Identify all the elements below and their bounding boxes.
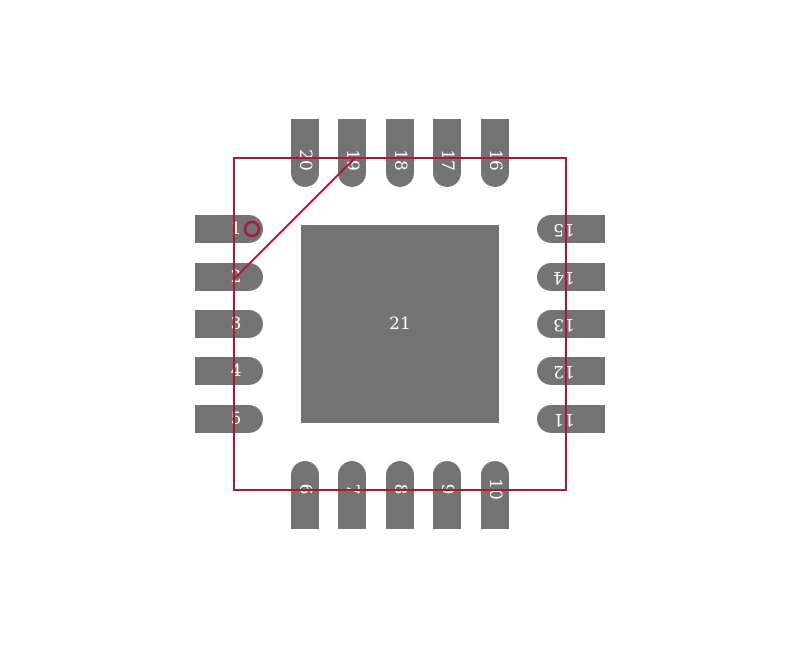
right-pad	[537, 263, 605, 291]
pad-number-label: 3	[231, 314, 242, 334]
bottom-pad	[433, 461, 461, 529]
pad-number-label: 15	[553, 219, 575, 239]
thermal-pad	[301, 225, 499, 423]
left-pad	[195, 215, 263, 243]
pad-number-label: 12	[553, 361, 575, 381]
right-pad	[537, 405, 605, 433]
pad-number-label: 13	[553, 314, 575, 334]
right-pad	[537, 215, 605, 243]
pad-number-label: 1	[231, 219, 242, 239]
left-pad	[195, 310, 263, 338]
pad-number-label: 4	[231, 361, 242, 381]
pad-number-label: 20	[295, 149, 315, 171]
left-pad	[195, 263, 263, 291]
left-pad	[195, 357, 263, 385]
top-pad	[291, 119, 319, 187]
pad-number-label: 17	[437, 149, 457, 171]
bottom-pad	[291, 461, 319, 529]
left-pad	[195, 405, 263, 433]
package-outline-group	[233, 157, 567, 491]
pad-number-label: 21	[389, 314, 411, 334]
bottom-pad	[338, 461, 366, 529]
pad-label-group: 123456789101112131415161718192021	[231, 149, 575, 500]
top-pad	[481, 119, 509, 187]
top-pad	[433, 119, 461, 187]
pin1-marker	[243, 220, 261, 238]
top-pad	[338, 119, 366, 187]
pad-number-label: 14	[553, 267, 575, 287]
right-pad	[537, 357, 605, 385]
pad-number-label: 5	[231, 409, 242, 429]
top-pad	[386, 119, 414, 187]
pad-number-label: 11	[553, 409, 575, 429]
pad-number-label: 18	[390, 149, 410, 171]
pad-number-label: 16	[485, 149, 505, 171]
bottom-pad	[481, 461, 509, 529]
package-outline	[233, 157, 567, 491]
pin1-chamfer-line	[233, 157, 356, 280]
bottom-pad	[386, 461, 414, 529]
pad-group	[195, 119, 605, 529]
right-pad	[537, 310, 605, 338]
